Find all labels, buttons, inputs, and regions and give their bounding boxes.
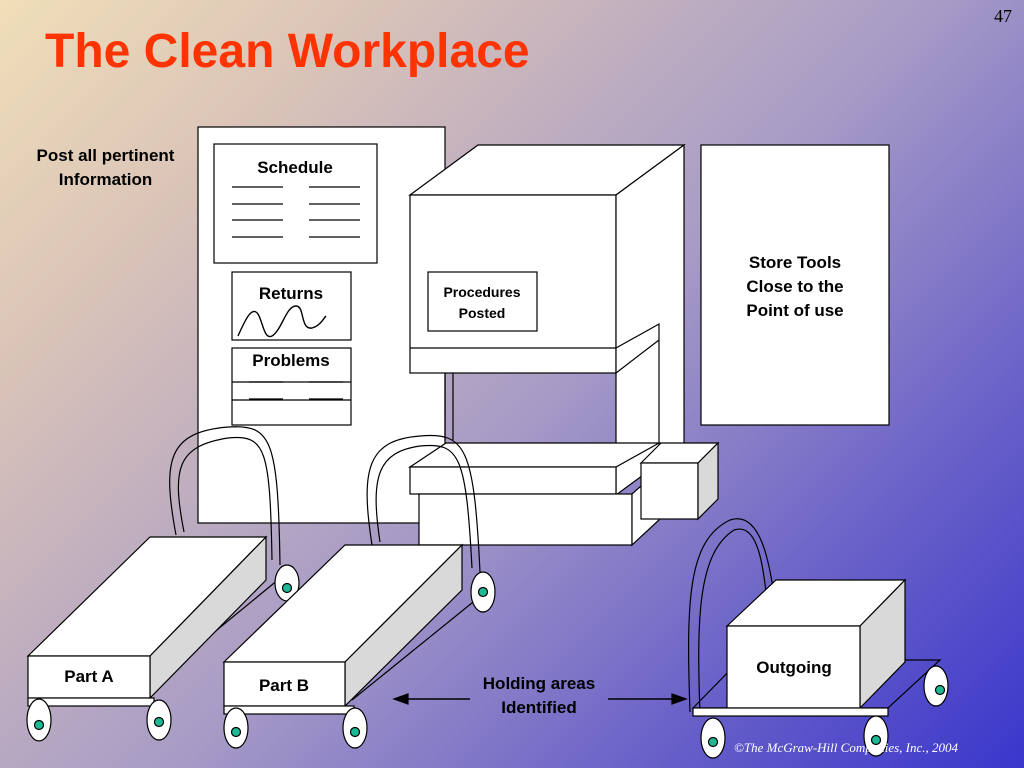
info-board: Schedule Returns Problems <box>197 126 446 524</box>
copyright: ©The McGraw-Hill Companies, Inc., 2004 <box>734 740 958 755</box>
cart-b-handle <box>366 434 481 573</box>
cart-b-wheels <box>223 571 496 749</box>
problems-label: Problems <box>252 351 329 370</box>
cart-outgoing-handle <box>687 518 777 713</box>
store-tools-line3: Point of use <box>746 301 843 320</box>
post-info-label: Post all pertinent Information <box>18 144 193 192</box>
part-a-label: Part A <box>64 667 113 686</box>
post-info-line1: Post all pertinent <box>36 146 175 165</box>
store-tools-line2: Close to the <box>746 277 843 296</box>
cart-outgoing-wheels <box>700 665 949 759</box>
holding-line2: Identified <box>501 698 577 717</box>
holding-areas-label: Holding areas Identified <box>450 672 628 720</box>
procedures-line2: Posted <box>459 305 506 321</box>
procedures-card: Procedures Posted <box>427 271 538 332</box>
cart-outgoing: Outgoing <box>687 518 949 759</box>
cart-part-b: Part B <box>222 434 496 749</box>
returns-card: Returns <box>231 271 352 341</box>
holding-arrows <box>392 693 688 705</box>
post-info-line2: Information <box>58 170 153 189</box>
procedures-line1: Procedures <box>443 284 520 300</box>
problems-card: Problems <box>231 347 352 426</box>
store-tools-line1: Store Tools <box>749 253 841 272</box>
schedule-card: Schedule <box>213 143 378 264</box>
cart-part-a: Part A <box>26 426 300 742</box>
page-title: The Clean Workplace <box>45 25 530 78</box>
cabinet: Procedures Posted <box>408 143 720 547</box>
returns-wave <box>237 305 327 338</box>
cart-a-handle <box>169 426 281 566</box>
part-b-label: Part B <box>259 676 309 695</box>
schedule-label: Schedule <box>257 158 333 177</box>
holding-line1: Holding areas <box>482 674 596 693</box>
outgoing-label: Outgoing <box>756 658 832 677</box>
tools-board: Store Tools Close to the Point of use <box>700 144 890 426</box>
returns-label: Returns <box>259 284 323 303</box>
cart-a-wheels <box>26 564 300 742</box>
page-number: 47 <box>994 6 1012 26</box>
